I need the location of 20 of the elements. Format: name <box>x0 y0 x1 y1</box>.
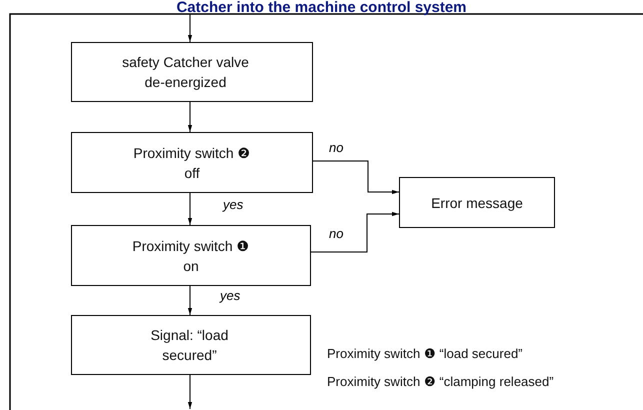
legend-note: Proximity switch ❷ “clamping released” <box>327 374 554 389</box>
node-text: Error message <box>431 194 523 212</box>
process-box <box>71 42 313 102</box>
arrow <box>188 374 192 410</box>
process-box <box>71 225 311 286</box>
arrow <box>188 192 192 226</box>
arrow <box>188 14 192 42</box>
node-text: Signal: “load secured” <box>150 326 230 365</box>
error-box <box>399 177 555 228</box>
legend-note: Proximity switch ❶ “load secured” <box>327 346 522 361</box>
arrow <box>188 286 192 316</box>
process-box <box>71 132 313 193</box>
process-box <box>71 315 311 375</box>
node-text: Proximity switch ❶ on <box>131 236 251 276</box>
arrow <box>188 102 192 132</box>
node-text: safety Catcher valve de-energized <box>121 53 250 92</box>
arrow <box>310 212 400 252</box>
arrow <box>312 160 400 194</box>
node-text: Proximity switch ❷ off <box>132 144 252 182</box>
diagram-title: Catcher into the machine control system <box>175 0 468 16</box>
